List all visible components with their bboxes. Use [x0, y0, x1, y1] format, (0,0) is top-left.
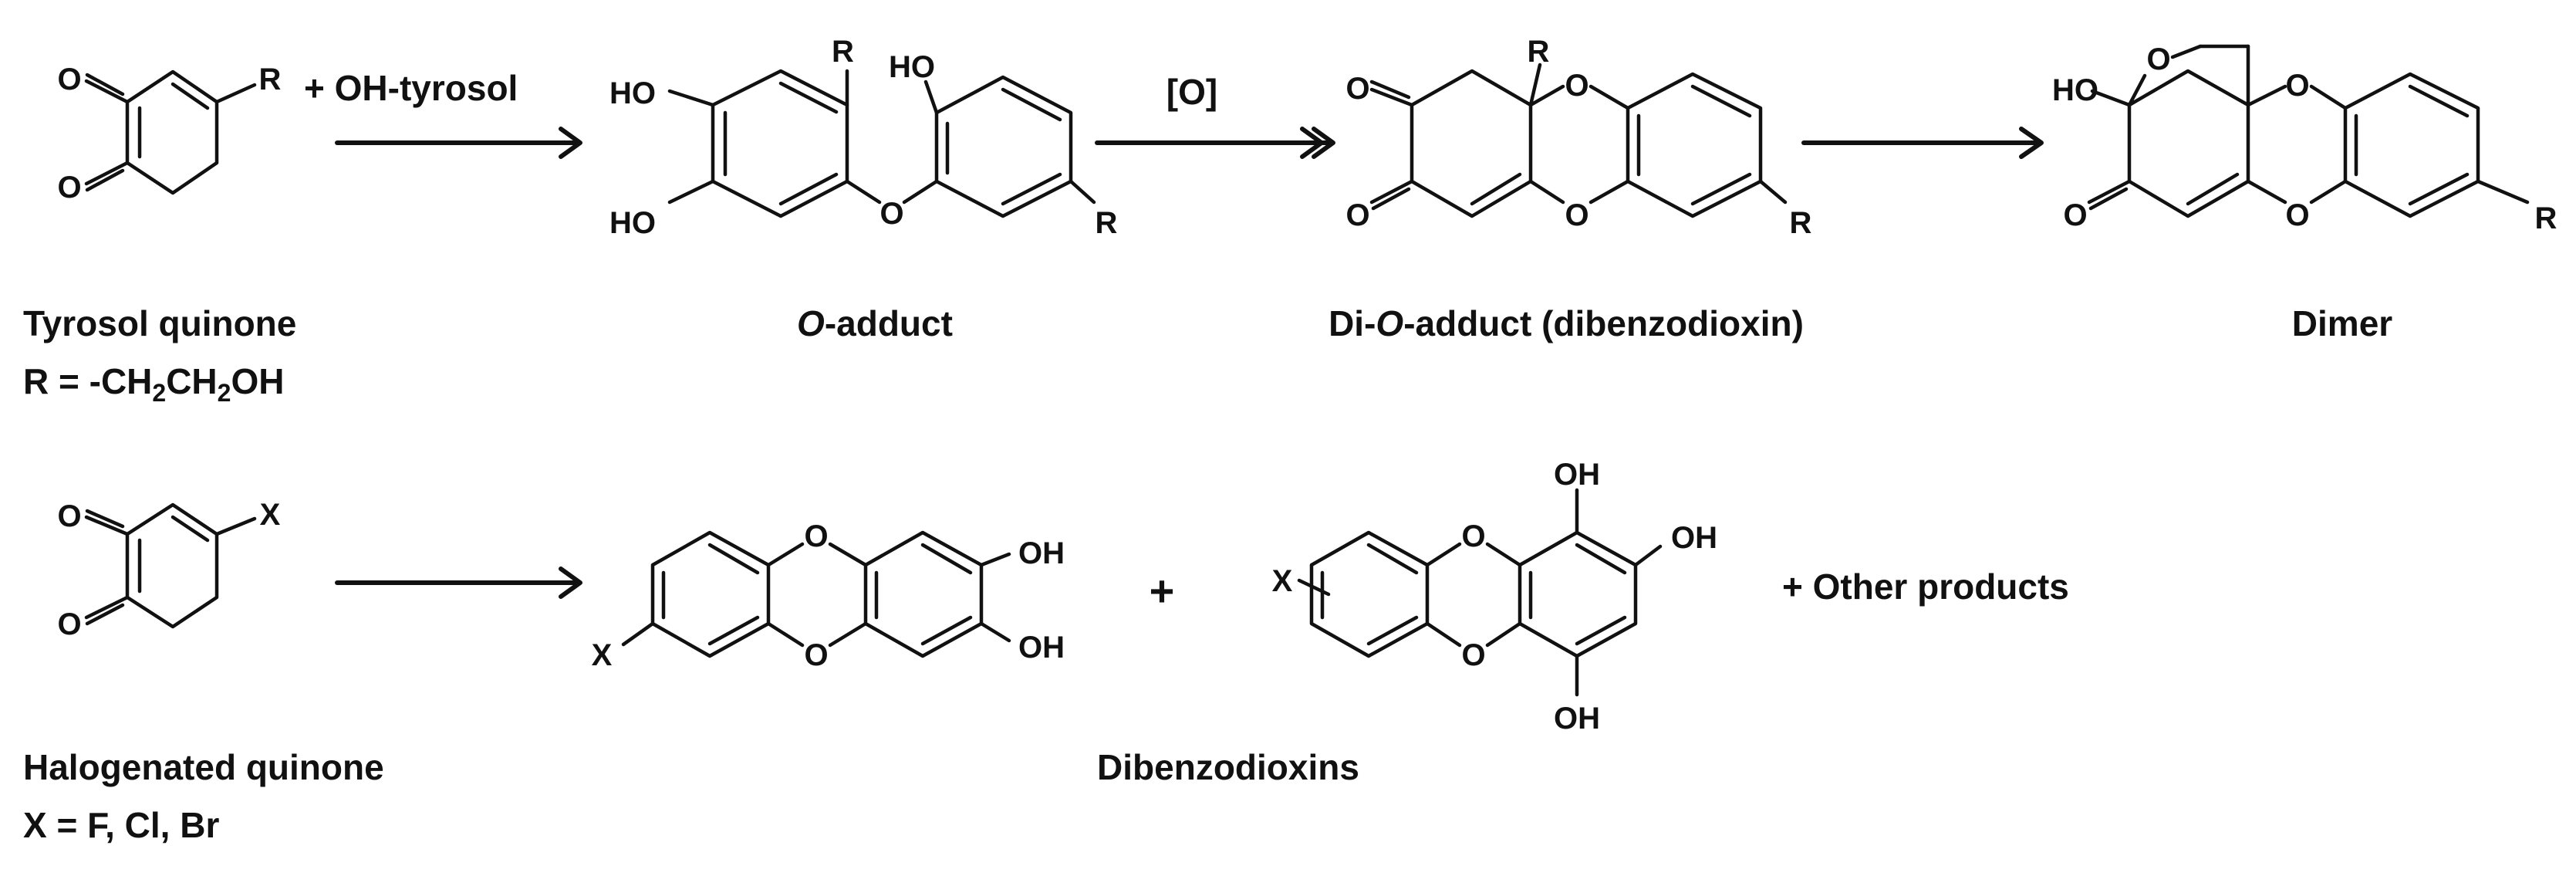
atom-label-ho: HO	[889, 50, 935, 84]
x-group-definition: X = F, Cl, Br	[23, 805, 219, 845]
reaction-arrow-4-head	[559, 567, 582, 599]
dimer-caption: Dimer	[2292, 303, 2392, 343]
atom-label-oxygen: O	[879, 197, 903, 231]
atom-label-oxygen: O	[1565, 198, 1588, 232]
atom-label-oxygen: O	[57, 171, 81, 205]
atom-label-r: R	[259, 63, 282, 96]
dibenzodioxin-1-structure: X O O OH OH	[592, 519, 1065, 672]
di-o-adduct-structure: O O R O O R	[1345, 35, 1811, 240]
atom-label-ho: HO	[609, 206, 656, 240]
reaction-arrow-1-head	[559, 127, 582, 159]
reaction-arrow-2-head-2	[1312, 127, 1335, 159]
atom-label-oxygen: O	[2285, 69, 2309, 103]
atom-label-oxygen: O	[2285, 198, 2309, 232]
o-adduct-structure: R HO HO HO O R	[609, 35, 1118, 240]
atom-label-x: X	[260, 498, 281, 532]
dibenzodioxin-2-structure: X O O OH OH OH	[1272, 458, 1717, 736]
atom-label-oxygen: O	[1461, 519, 1485, 553]
atom-label-oh: OH	[1018, 631, 1065, 665]
atom-label-r: R	[2535, 201, 2557, 235]
halogenated-quinone-structure: O O X	[57, 498, 280, 641]
dimer-structure: HO O O O O R	[2052, 42, 2557, 235]
atom-label-r: R	[1790, 206, 1812, 240]
atom-label-oh: OH	[1671, 521, 1717, 555]
atom-label-ho: HO	[609, 76, 656, 110]
atom-label-oh: OH	[1554, 702, 1600, 736]
arrow2-reagent-label: [O]	[1166, 72, 1217, 112]
r-group-definition: R = -CH2CH2OH	[23, 361, 284, 407]
atom-label-oxygen: O	[57, 499, 81, 533]
atom-label-oxygen: O	[57, 63, 81, 96]
atom-label-oxygen: O	[804, 519, 828, 553]
di-o-adduct-caption: Di-O-adduct (dibenzodioxin)	[1329, 303, 1804, 343]
atom-label-oxygen: O	[804, 638, 828, 672]
atom-label-ho: HO	[2052, 73, 2098, 107]
atom-label-oxygen: O	[2146, 42, 2170, 76]
atom-label-x: X	[592, 638, 613, 672]
reaction-arrow-2-head-1	[1300, 127, 1324, 159]
atom-label-oxygen: O	[1345, 198, 1369, 232]
dibenzodioxins-caption: Dibenzodioxins	[1097, 747, 1359, 787]
tyrosol-quinone-structure: O O R	[57, 63, 281, 205]
tyrosol-quinone-caption: Tyrosol quinone	[23, 303, 296, 343]
other-products-label: + Other products	[1782, 567, 2069, 607]
atom-label-r: R	[1096, 206, 1118, 240]
atom-label-oxygen: O	[1345, 72, 1369, 106]
arrow1-reagent-label: + OH-tyrosol	[304, 68, 518, 108]
atom-label-oxygen: O	[2063, 198, 2087, 232]
atom-label-r: R	[1528, 35, 1550, 69]
atom-label-oh: OH	[1554, 458, 1600, 492]
reaction-arrow-3-head	[2019, 127, 2044, 159]
atom-label-r: R	[832, 35, 854, 69]
o-adduct-caption: O-adduct	[797, 303, 953, 343]
atom-label-oxygen: O	[1461, 638, 1485, 672]
atom-label-x: X	[1272, 564, 1293, 598]
atom-label-oxygen: O	[1565, 69, 1588, 103]
atom-label-oh: OH	[1018, 536, 1065, 570]
atom-label-oxygen: O	[57, 607, 81, 641]
halogenated-quinone-caption: Halogenated quinone	[23, 747, 384, 787]
plus-sign: +	[1150, 567, 1175, 615]
